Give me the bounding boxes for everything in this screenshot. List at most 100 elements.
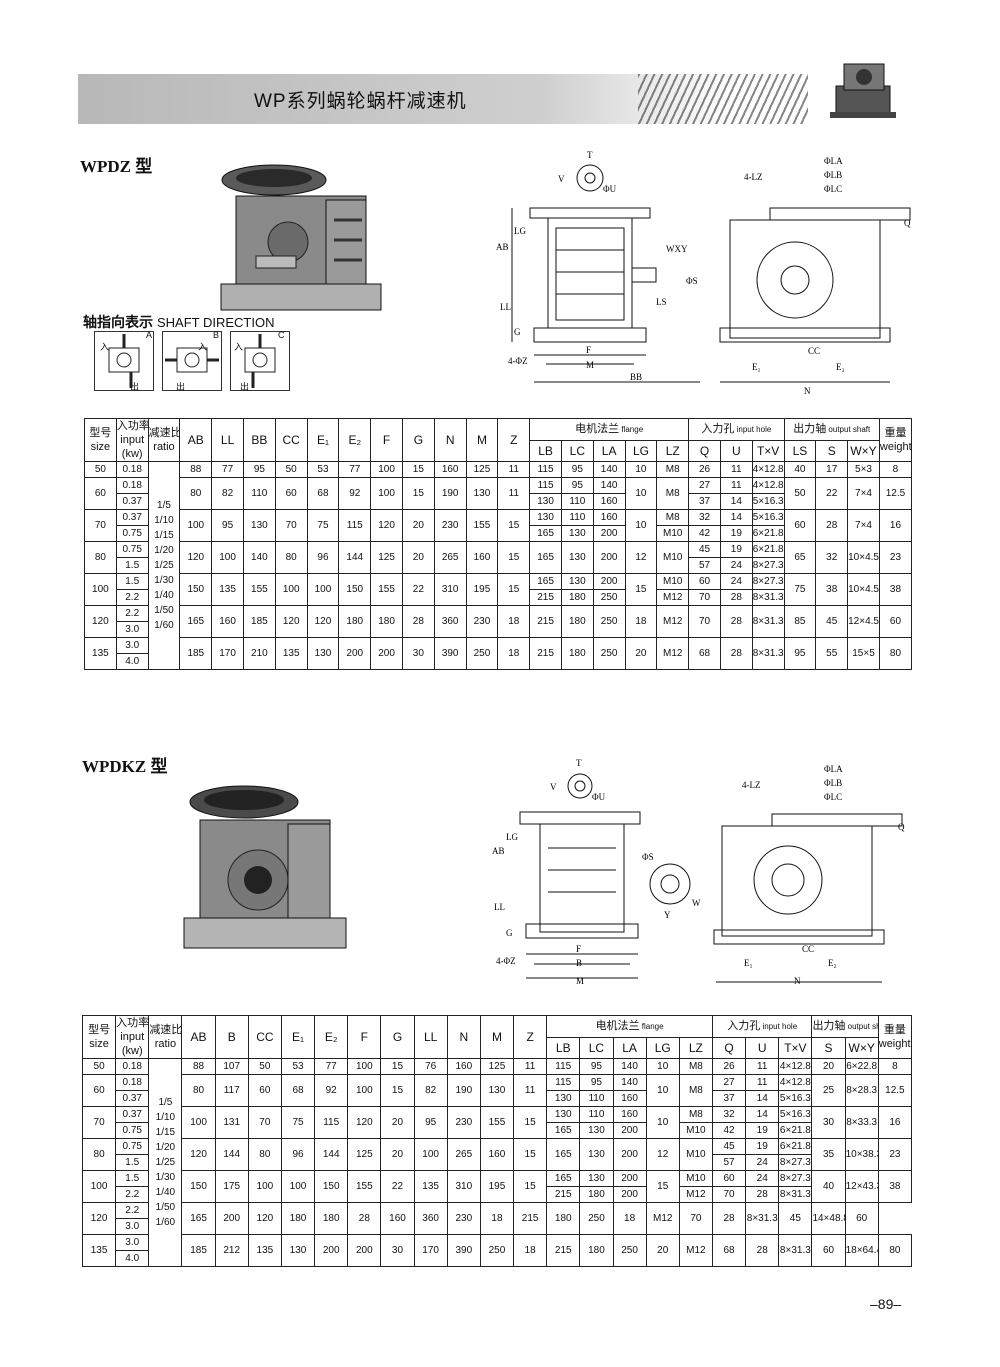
header-cn: 出力轴 xyxy=(793,422,827,435)
cell-dim: 120 xyxy=(306,605,340,638)
cell-inhole: 4×12.8 xyxy=(778,1058,813,1075)
table-row: 4.0 xyxy=(85,653,912,670)
cell-kw: 3.0 xyxy=(115,1218,150,1235)
cell-line: weight(kg) xyxy=(878,1038,911,1050)
cell-dim: 15 xyxy=(401,477,435,510)
svg-text:E₂: E₂ xyxy=(836,362,845,372)
cell-inhole: 28 xyxy=(745,1234,780,1267)
cell-dim: 100 xyxy=(413,1138,448,1171)
cell-dim: 150 xyxy=(181,1170,216,1203)
cell-kw: 2.2 xyxy=(115,1186,150,1203)
header-group: 电机法兰 flange xyxy=(529,418,690,441)
cell-inhole: 26 xyxy=(711,1058,747,1075)
cell-dim: 155 xyxy=(370,573,403,606)
cell-dim: 185 xyxy=(179,637,213,670)
header-flange-col: LC xyxy=(579,1036,614,1059)
cell-dim: 77 xyxy=(314,1058,349,1075)
cell-dim: 100 xyxy=(370,461,403,478)
cell-inhole: 4×12.8 xyxy=(751,477,785,494)
cell-lg: 18 xyxy=(612,1202,647,1235)
cell-dim: 150 xyxy=(314,1170,349,1203)
cell-inhole: 14 xyxy=(719,509,753,526)
svg-text:G: G xyxy=(506,928,513,938)
svg-text:W: W xyxy=(692,898,701,908)
cell-inhole: 68 xyxy=(688,637,721,670)
svg-text:F: F xyxy=(576,944,581,954)
cell-lz: M12 xyxy=(656,637,690,670)
cell-flange: 250 xyxy=(592,589,626,606)
cell-flange: 110 xyxy=(579,1106,614,1123)
cell-inhole: 11 xyxy=(745,1074,780,1091)
cell-dim: 100 xyxy=(347,1058,382,1075)
header-group: 入力孔 input hole xyxy=(711,1015,813,1038)
svg-text:ΦS: ΦS xyxy=(686,276,698,286)
svg-text:AB: AB xyxy=(492,846,505,856)
cell-dim: 360 xyxy=(433,605,467,638)
cell-inhole: 14 xyxy=(719,493,753,510)
cell-flange: 180 xyxy=(546,1202,581,1235)
cell-dim: 165 xyxy=(181,1202,216,1235)
cell-flange: 130 xyxy=(560,541,594,574)
cell-outshaft: 28 xyxy=(815,509,849,542)
cell-dim: 100 xyxy=(306,573,340,606)
cell-kw: 0.37 xyxy=(115,509,149,526)
cell-dim: 130 xyxy=(280,1234,316,1267)
header-flange-col: LB xyxy=(529,439,562,462)
header-dim: BB xyxy=(242,418,276,462)
cell-inhole: 45 xyxy=(711,1138,747,1155)
cell-dim: 96 xyxy=(306,541,340,574)
cell-size: 50 xyxy=(84,461,117,478)
cell-weight: 38 xyxy=(877,1170,913,1203)
cell-line: size xyxy=(89,1038,109,1050)
cell-line: input xyxy=(120,1031,145,1043)
cell-dim: 30 xyxy=(380,1234,415,1267)
shaft-c-icon xyxy=(244,334,276,388)
cell-flange: 250 xyxy=(592,637,626,670)
cell-size: 50 xyxy=(81,1058,117,1075)
cell-inhole: 37 xyxy=(711,1090,747,1107)
cell-inhole: 70 xyxy=(711,1186,747,1203)
cell-inhole: 8×31.3 xyxy=(745,1202,780,1235)
cell-flange: 130 xyxy=(529,493,562,510)
cell-inhole: 4×12.8 xyxy=(751,461,785,478)
cell-dim: 135 xyxy=(274,637,308,670)
svg-text:LG: LG xyxy=(514,226,526,236)
cell-dim: 125 xyxy=(370,541,403,574)
cell-lg: 18 xyxy=(624,605,658,638)
svg-text:ΦLA: ΦLA xyxy=(824,764,843,774)
header-inhole-col: Q xyxy=(711,1036,747,1059)
cell-dim: 150 xyxy=(338,573,372,606)
cell-size: 70 xyxy=(81,1106,117,1139)
cell-outshaft: 8×33.3 xyxy=(844,1106,879,1139)
cell-dim: 160 xyxy=(380,1202,415,1235)
cell-dim: 230 xyxy=(446,1106,481,1139)
cell-outshaft: 32 xyxy=(815,541,849,574)
cell-line: 型号 xyxy=(89,427,112,439)
cell-inhole: 28 xyxy=(719,589,753,606)
cell-kw: 3.0 xyxy=(115,621,149,638)
cell-dim: 20 xyxy=(401,509,435,542)
svg-text:CC: CC xyxy=(808,346,820,356)
cell-dim: 18 xyxy=(479,1202,515,1235)
svg-text:LL: LL xyxy=(500,302,511,312)
cell-flange: 165 xyxy=(546,1170,581,1187)
cell-weight: 60 xyxy=(844,1202,879,1235)
cell-outshaft: 55 xyxy=(815,637,849,670)
cell-flange: 200 xyxy=(592,541,626,574)
cell-dim: 20 xyxy=(380,1106,415,1139)
cell-dim: 185 xyxy=(242,605,276,638)
cell-dim: 96 xyxy=(280,1138,316,1171)
cell-dim: 200 xyxy=(338,637,372,670)
cell-lz: M10 xyxy=(678,1122,713,1139)
cell-dim: 70 xyxy=(274,509,308,542)
cell-dim: 76 xyxy=(413,1058,448,1075)
cell-dim: 15 xyxy=(380,1058,415,1075)
